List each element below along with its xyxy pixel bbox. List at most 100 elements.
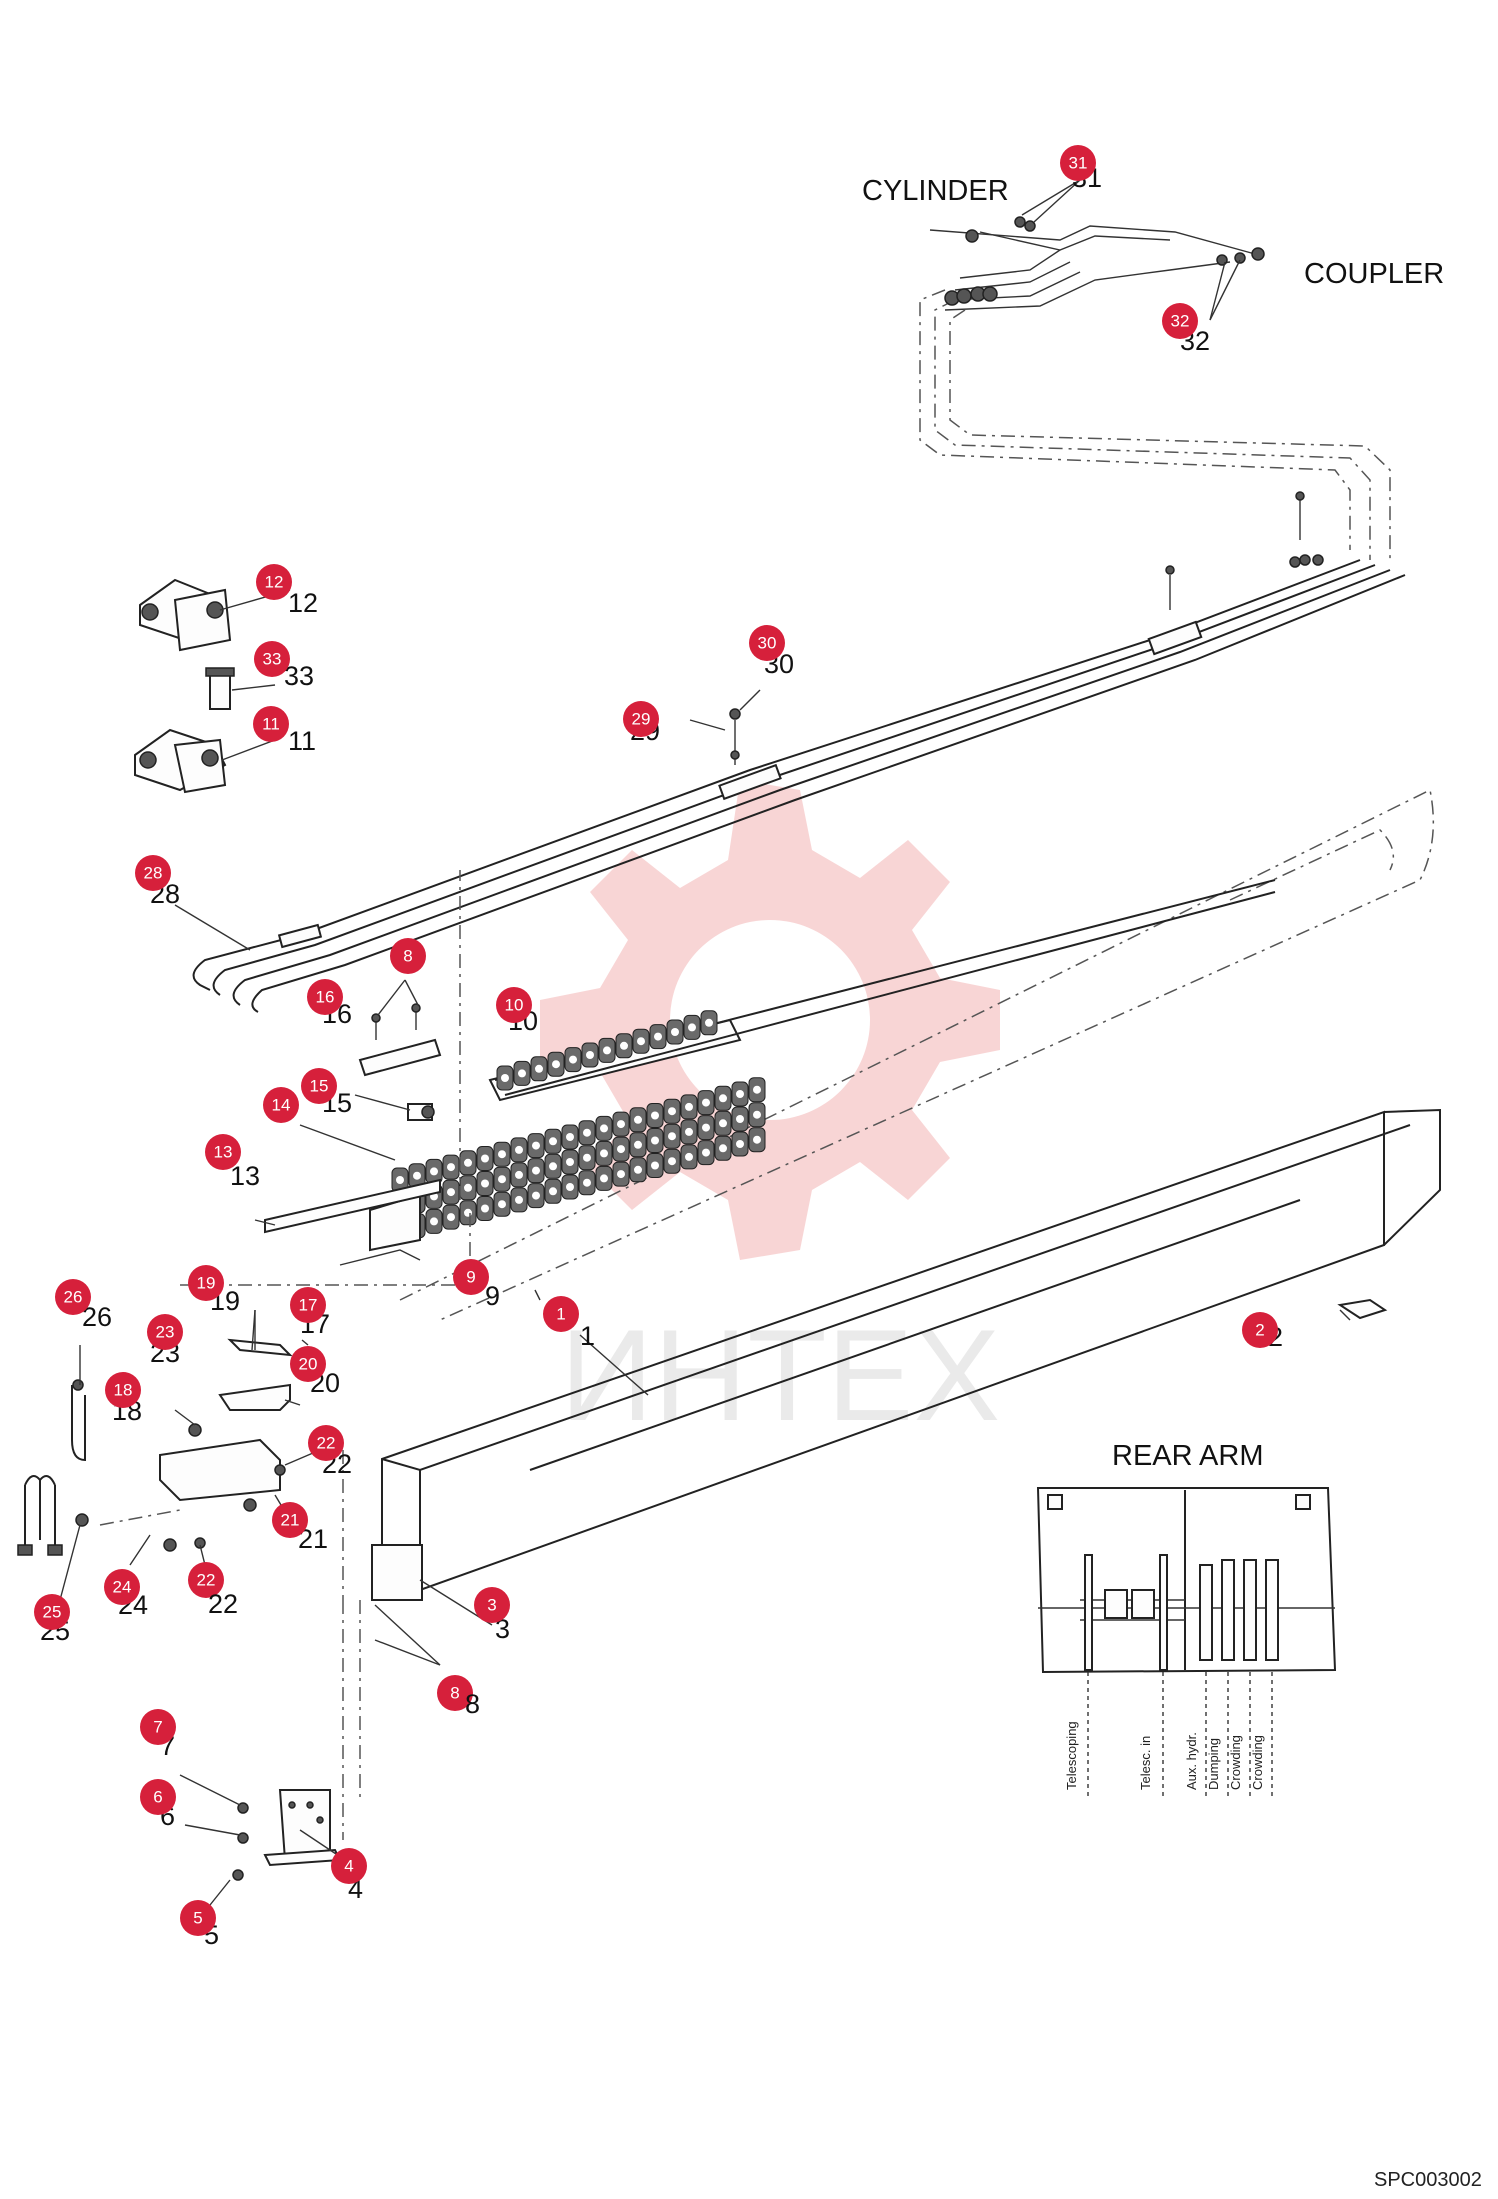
callout-badge-4: 4 <box>331 1848 367 1884</box>
chain-link-12 <box>139 578 232 652</box>
rear-arm-hose-label: Telescoping <box>1064 1721 1079 1790</box>
callout-badge-8b: 8 <box>437 1675 473 1711</box>
fitting-31 <box>965 216 1036 243</box>
rear-arm-hose-label: Crowding <box>1250 1735 1265 1790</box>
svg-text:17: 17 <box>299 1296 318 1315</box>
hose-fittings-26 <box>17 1379 89 1556</box>
svg-text:8: 8 <box>403 947 412 966</box>
rod-13 <box>264 1178 441 1234</box>
callout-badge-32: 32 <box>1162 303 1198 339</box>
callout-badge-10: 10 <box>496 987 532 1023</box>
callout-badge-15: 15 <box>301 1068 337 1104</box>
svg-text:20: 20 <box>299 1355 318 1374</box>
plate-16 <box>358 1003 442 1077</box>
svg-text:12: 12 <box>265 573 284 592</box>
part-number-1: 1 <box>580 1321 595 1351</box>
part-number-11: 11 <box>288 726 316 756</box>
chain-link-33 <box>205 667 235 710</box>
bracket-group <box>159 1310 293 1552</box>
callout-badge-17: 17 <box>290 1287 326 1323</box>
callout-badge-13: 13 <box>205 1134 241 1170</box>
callout-badge-11: 11 <box>253 706 289 742</box>
callout-badge-9: 9 <box>453 1259 489 1295</box>
svg-text:16: 16 <box>316 988 335 1007</box>
svg-text:2: 2 <box>1255 1321 1264 1340</box>
svg-text:9: 9 <box>466 1268 475 1287</box>
svg-text:3: 3 <box>487 1596 496 1615</box>
svg-text:6: 6 <box>153 1788 162 1807</box>
plate-4 <box>232 1789 342 1881</box>
rear-arm-hose-label: Crowding <box>1228 1735 1243 1790</box>
callout-badge-22b: 22 <box>188 1562 224 1598</box>
callout-badge-6: 6 <box>140 1779 176 1815</box>
watermark-text: ИНТЕХ <box>560 1302 1000 1448</box>
callout-badge-2: 2 <box>1242 1312 1278 1348</box>
svg-text:21: 21 <box>281 1511 300 1530</box>
svg-text:14: 14 <box>272 1096 291 1115</box>
part-number-22b: 22 <box>208 1589 238 1619</box>
svg-text:4: 4 <box>344 1857 353 1876</box>
callout-badge-31: 31 <box>1060 145 1096 181</box>
boom-arm <box>371 788 1441 1601</box>
callout-badge-29: 29 <box>623 701 659 737</box>
part-number-12: 12 <box>288 588 318 618</box>
svg-text:29: 29 <box>632 710 651 729</box>
callout-badge-5: 5 <box>180 1900 216 1936</box>
callout-badge-25: 25 <box>34 1594 70 1630</box>
callout-badge-3: 3 <box>474 1587 510 1623</box>
callout-badge-33: 33 <box>254 641 290 677</box>
cylinder-label: CYLINDER <box>862 175 1009 207</box>
energy-chain-14 <box>391 1010 766 1243</box>
callout-badge-7: 7 <box>140 1709 176 1745</box>
callout-badge-26: 26 <box>55 1279 91 1315</box>
callout-badge-1: 1 <box>543 1296 579 1332</box>
svg-text:13: 13 <box>214 1143 233 1162</box>
rear-arm-hose-label: Telesc. in <box>1138 1736 1153 1790</box>
rear-arm-title: REAR ARM <box>1112 1440 1263 1472</box>
svg-text:24: 24 <box>113 1578 132 1597</box>
callout-badge-28: 28 <box>135 855 171 891</box>
svg-text:19: 19 <box>197 1274 216 1293</box>
coupler-label: COUPLER <box>1304 258 1444 290</box>
chain-link-11 <box>134 728 227 794</box>
part-number-13: 13 <box>230 1161 260 1191</box>
rear-arm-hose-label: Dumping <box>1206 1738 1221 1790</box>
part-number-9: 9 <box>485 1281 500 1311</box>
callout-badge-23: 23 <box>147 1314 183 1350</box>
svg-text:11: 11 <box>262 715 280 734</box>
svg-text:32: 32 <box>1171 312 1190 331</box>
callout-badge-19: 19 <box>188 1265 224 1301</box>
rear-arm-hose-label: Aux. hydr. <box>1184 1732 1199 1790</box>
svg-text:33: 33 <box>263 650 282 669</box>
callout-badge-30: 30 <box>749 625 785 661</box>
hose-bundle-28 <box>192 491 1406 1013</box>
svg-text:23: 23 <box>156 1323 175 1342</box>
callout-badge-16: 16 <box>307 979 343 1015</box>
callout-badge-14: 14 <box>263 1087 299 1123</box>
part-number-33: 33 <box>284 661 314 691</box>
rear-arm-detail: REAR ARM Telescoping Telesc. in Aux. hydr.… <box>1036 1440 1337 1800</box>
svg-text:5: 5 <box>193 1909 202 1928</box>
callout-badge-18: 18 <box>105 1372 141 1408</box>
svg-text:22: 22 <box>197 1571 216 1590</box>
svg-text:18: 18 <box>114 1381 133 1400</box>
part-number-8b: 8 <box>465 1689 480 1719</box>
callout-badge-12: 12 <box>256 564 292 600</box>
svg-text:30: 30 <box>758 634 777 653</box>
svg-text:25: 25 <box>43 1603 62 1622</box>
svg-text:22: 22 <box>317 1434 336 1453</box>
svg-text:1: 1 <box>556 1305 565 1324</box>
svg-text:15: 15 <box>310 1077 329 1096</box>
svg-text:7: 7 <box>153 1718 162 1737</box>
svg-text:31: 31 <box>1069 154 1088 173</box>
clamp-15 <box>407 1103 435 1121</box>
callout-badge-20: 20 <box>290 1346 326 1382</box>
svg-text:10: 10 <box>505 996 524 1015</box>
callout-badge-8: 8 <box>390 938 426 974</box>
callout-badge-24: 24 <box>104 1569 140 1605</box>
drawing-code: SPC003002 <box>1374 2169 1482 2191</box>
svg-text:8: 8 <box>450 1684 459 1703</box>
callout-badge-22: 22 <box>308 1425 344 1461</box>
callout-markers: 1122334455667789910101111121213131415151… <box>34 145 1283 1950</box>
